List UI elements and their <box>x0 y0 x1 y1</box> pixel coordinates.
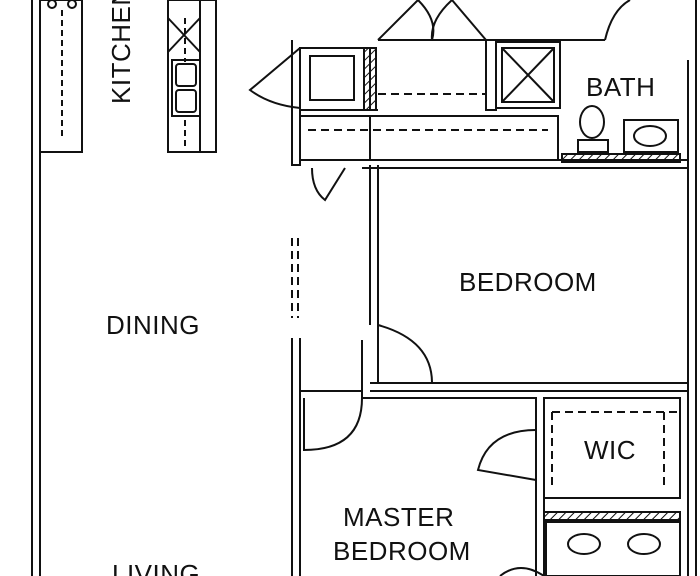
master-door <box>303 340 363 452</box>
master-vanity <box>545 521 681 576</box>
bath-vanity <box>623 119 679 153</box>
bath-wall-hatch <box>561 153 681 163</box>
room-labels: KITCHEN BATH BEDROOM DINING WIC MASTER B… <box>106 0 655 576</box>
linen-door-swing <box>311 167 346 202</box>
label-bath: BATH <box>586 72 655 102</box>
entry-doors <box>248 0 631 202</box>
room-doors <box>291 238 537 481</box>
bedroom-door <box>377 324 434 384</box>
wic-door <box>476 429 537 481</box>
shower-stall <box>495 41 561 109</box>
french-door-right <box>451 0 487 41</box>
kitchen-sink <box>171 59 201 117</box>
label-living: LIVING <box>112 559 200 576</box>
bath-left-wall <box>485 40 497 111</box>
master-bath-wall-hatch <box>543 511 681 521</box>
cooktop-burner <box>47 0 57 9</box>
french-door-left <box>377 0 419 41</box>
label-dining: DINING <box>106 310 200 340</box>
kitchen-area <box>39 0 217 153</box>
label-master-line2: BEDROOM <box>333 536 471 566</box>
closet-block-outer <box>291 40 371 166</box>
label-kitchen: KITCHEN <box>106 0 136 104</box>
label-bedroom: BEDROOM <box>459 267 597 297</box>
closet-door-swing <box>248 47 301 109</box>
kitchen-counter-left <box>39 0 83 153</box>
label-wic: WIC <box>584 435 636 465</box>
closet-block-inner <box>300 115 559 155</box>
walk-in-closet <box>499 397 681 576</box>
kitchen-counter-right <box>167 0 217 153</box>
label-master-line1: MASTER <box>343 502 454 532</box>
toilet <box>579 105 605 139</box>
bath-fixtures <box>495 41 681 163</box>
cooktop-burner-2 <box>67 0 77 9</box>
washer <box>309 55 355 101</box>
bath-door-swing <box>604 0 631 41</box>
